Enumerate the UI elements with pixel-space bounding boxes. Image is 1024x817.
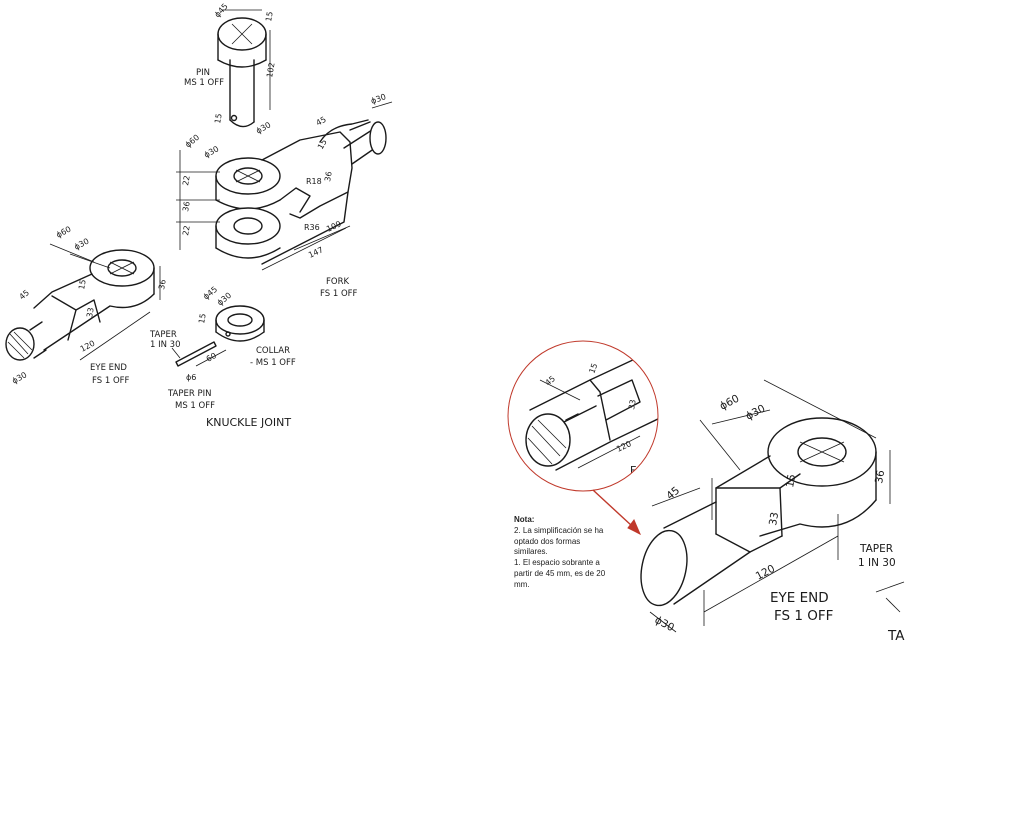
detail-dim: 33 [627, 399, 638, 411]
collar-spec: - MS 1 OFF [250, 358, 296, 368]
fork-name: FORK [326, 277, 349, 287]
taper-pin-part: TAPER 1 IN 30 ϕ6 60 TAPER PIN MS 1 OFF [149, 330, 227, 411]
collar-dim: ϕ30 [216, 291, 234, 308]
collar-dim: 15 [197, 313, 208, 325]
taper-pin-dim: ϕ6 [186, 373, 196, 382]
pin-dim: 15 [264, 11, 275, 23]
zoom-dim-s30: ϕ30 [653, 614, 677, 634]
fork-dim: 15 [316, 138, 329, 151]
zoom-tail-label: TA [887, 628, 905, 644]
note-heading: Nota: [514, 515, 535, 524]
pin-dim: ϕ45 [213, 2, 230, 20]
fork-spec: FS 1 OFF [320, 289, 358, 299]
eye-end-dim: 120 [79, 339, 97, 354]
eye-end-name: EYE END [90, 363, 127, 373]
pin-dim: 102 [265, 62, 277, 79]
fork-dim: 45 [315, 115, 328, 128]
eye-end-dim: ϕ60 [55, 225, 73, 240]
zoom-part-name: EYE END [770, 590, 829, 606]
zoom-dim-l120: 120 [754, 563, 777, 583]
fork-part: ϕ30 45 15 36 ϕ60 ϕ30 22 36 22 R18 R36 10… [176, 92, 393, 299]
taper-label: TAPER [149, 330, 177, 340]
detail-dim: 45 [544, 374, 558, 387]
taper-pin-dim: 60 [205, 351, 218, 364]
fork-dim: R36 [304, 223, 320, 232]
eye-end-dim: ϕ30 [73, 237, 91, 252]
zoom-dim-w45: 45 [664, 485, 682, 503]
eye-end-dim: 36 [157, 279, 168, 291]
eye-end-dim: ϕ30 [11, 370, 29, 386]
fork-dim: 36 [323, 171, 334, 183]
zoom-dim-d60: ϕ60 [718, 393, 742, 413]
fork-dim: 147 [307, 245, 325, 260]
eye-end-dim: 33 [85, 307, 96, 319]
collar-name: COLLAR [256, 346, 290, 356]
fork-dim: ϕ60 [184, 133, 202, 150]
note-line: similares. [514, 547, 548, 557]
note-box: Nota: 2. La simplificación se ha optado … [514, 515, 632, 591]
zoom-eye-end: ϕ60 ϕ30 36 45 15 33 120 ϕ30 EYE END FS 1… [640, 379, 905, 644]
eye-end-part: ϕ60 ϕ30 36 45 15 33 120 ϕ30 EYE END FS 1… [5, 225, 168, 386]
zoom-taper-label: TAPER [859, 543, 893, 555]
note-line: mm. [514, 579, 530, 589]
fork-dim: R18 [306, 177, 322, 186]
eye-end-dim: 15 [77, 279, 88, 291]
pin-part: ϕ45 15 102 15 ϕ30 PIN MS 1 OFF [184, 2, 277, 136]
note-line: optado dos formas [514, 536, 581, 546]
zoom-taper-ratio: 1 IN 30 [858, 557, 896, 569]
detail-dim: 15 [587, 362, 599, 375]
pin-name: PIN [196, 68, 210, 78]
note-line: 2. La simplificación se ha [514, 525, 604, 535]
fork-dim: ϕ30 [203, 144, 221, 160]
eye-end-spec: FS 1 OFF [92, 376, 130, 386]
taper-ratio: 1 IN 30 [150, 340, 181, 350]
drawing-title: KNUCKLE JOINT [206, 416, 291, 429]
zoom-dim-h33: 33 [767, 511, 781, 526]
pin-spec: MS 1 OFF [184, 78, 224, 88]
zoom-dim-h36: 36 [873, 469, 887, 485]
pin-dim: ϕ30 [255, 120, 273, 136]
zoom-dim-d30: ϕ30 [744, 403, 768, 423]
fork-dim: 36 [181, 201, 192, 213]
detail-callout: 45 15 33 120 E [507, 340, 659, 536]
pin-dim: 15 [213, 113, 224, 125]
zoom-part-spec: FS 1 OFF [774, 608, 833, 624]
fork-dim: 22 [181, 175, 192, 187]
taper-pin-spec: MS 1 OFF [175, 401, 215, 411]
fork-dim: 109 [325, 219, 343, 234]
note-line: 1. El espacio sobrante a [514, 558, 600, 568]
fork-dim: 22 [181, 225, 192, 237]
note-line: partir de 45 mm, es de 20 [514, 568, 606, 578]
taper-pin-name: TAPER PIN [167, 389, 211, 399]
collar-part: ϕ45 ϕ30 15 COLLAR - MS 1 OFF [197, 285, 296, 368]
eye-end-dim: 45 [18, 288, 32, 301]
zoom-dim-w15: 15 [784, 473, 798, 488]
